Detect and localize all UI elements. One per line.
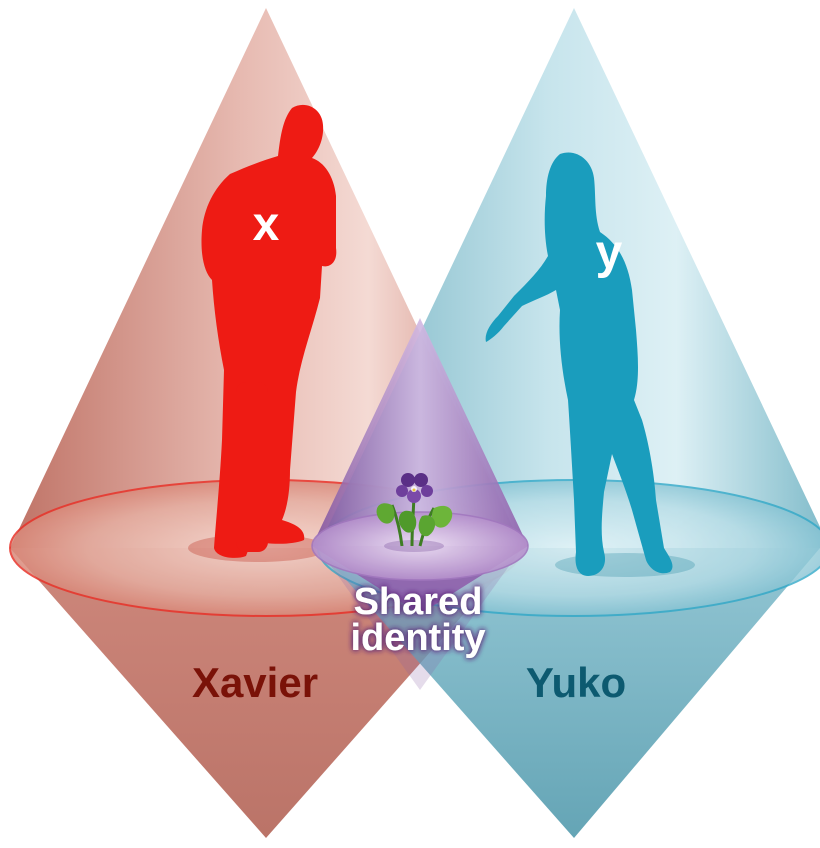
yuko-symbol-label: y [596, 226, 623, 279]
shared-identity-line2: identity [350, 617, 485, 659]
yuko-name-label: Yuko [526, 659, 626, 706]
xavier-symbol-label: x [253, 198, 280, 251]
xavier-name-label: Xavier [192, 659, 318, 706]
